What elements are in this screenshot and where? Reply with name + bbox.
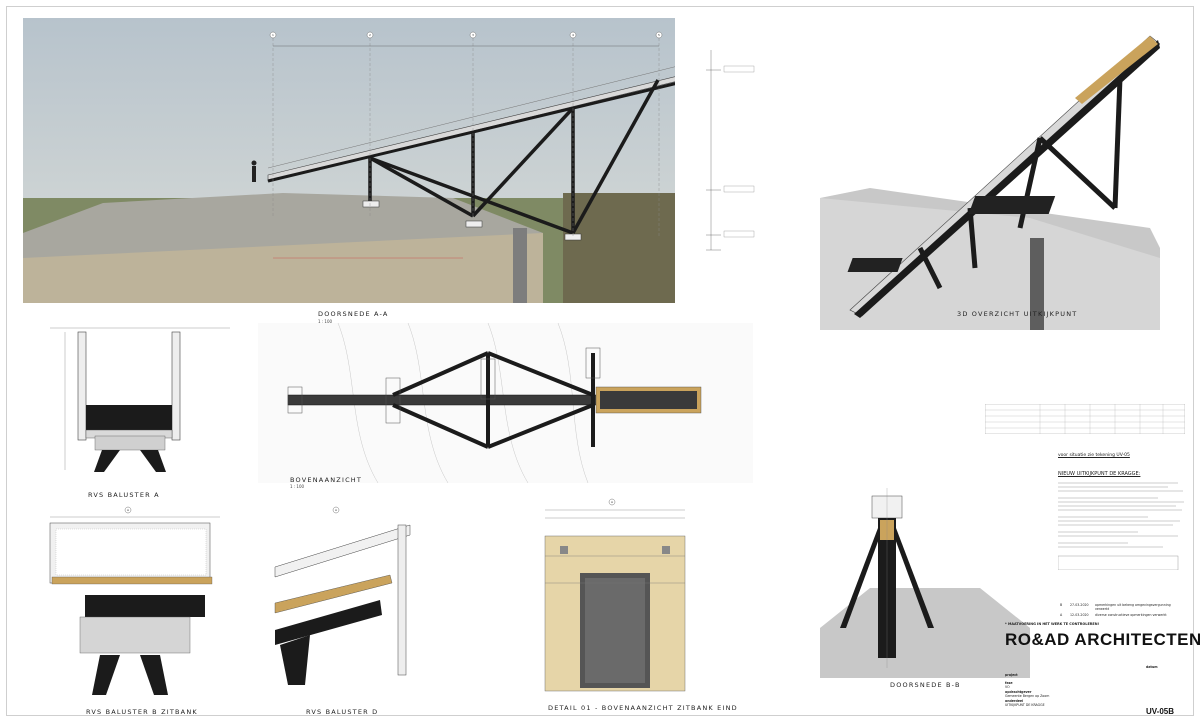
label-datum: datum (1146, 665, 1158, 669)
material-table (985, 404, 1185, 434)
axis-label-1: 1 (272, 33, 274, 37)
overview-3d-panel (820, 18, 1160, 330)
project-notes-lines (1058, 482, 1184, 570)
rev-a-text: diverse constructieve opmerkingen verwer… (1095, 613, 1167, 617)
caption-rvs-a: RVS BALUSTER A (88, 491, 160, 499)
rvs-a-drawing (50, 327, 230, 472)
caption-section-bb: doorsnede B-B (890, 681, 961, 689)
label-onderdeel: onderdeel (1005, 699, 1024, 703)
rev-b-text: opmerkingen uit bekeng omgevingsvergunni… (1095, 603, 1171, 611)
sheet-frame (6, 6, 1194, 716)
site-warning: * MAATVOERING IN HET WERK TE CONTROLEREN… (1005, 622, 1100, 626)
situation-link[interactable]: voor situatie zie tekening UV-05 (1058, 453, 1130, 458)
section-aa-panel: 1 2 3 4 5 (23, 18, 675, 303)
caption-section-aa: doorsnede A-A (318, 310, 389, 318)
elevation-dimensions (706, 50, 755, 251)
detail-01-panel: A (540, 498, 690, 698)
scale-top-view: 1 : 100 (290, 484, 305, 489)
firm-logo: RO&AD ARCHITECTEN (1005, 630, 1200, 649)
axis-label-3: 3 (472, 33, 474, 37)
top-view-drawing (258, 323, 753, 483)
rvs-a-panel (40, 320, 240, 480)
caption-overview-3d: 3D OVERZICHT UITKIJKPUNT (957, 310, 1078, 318)
section-aa-drawing: 1 2 3 4 5 (23, 18, 675, 303)
caption-top-view: bovenaanzicht (290, 476, 363, 484)
rev-a-marker: A (1060, 613, 1063, 617)
axis-label-4: 4 (572, 33, 574, 37)
section-bb-panel (820, 488, 1030, 678)
scale-section-aa: 1 : 100 (318, 319, 333, 324)
onderdeel-value: UITKIJKPUNT DE KRAGGE (1005, 703, 1045, 707)
rvs-b-drawing: A (49, 506, 220, 695)
label-opdrachtgever: opdrachtgever (1005, 690, 1032, 694)
overview-3d-drawing (820, 18, 1160, 330)
project-heading: NIEUW UITKIJKPUNT DE KRAGGE: (1058, 471, 1141, 477)
grid-marker-d: A (335, 508, 338, 512)
caption-detail-01: Detail 01 - bovenaanzicht zitbank eind (548, 704, 738, 712)
section-bb-drawing (820, 488, 1030, 678)
axis-label-2: 2 (369, 33, 371, 37)
axis-label-5: 5 (658, 33, 660, 37)
top-view-panel (258, 323, 753, 483)
caption-rvs-d: RVS BALUSTER D (306, 708, 379, 716)
opdrachtgever-value: Gemeente Bergen op Zoom (1005, 694, 1050, 698)
fase-value: VO (1005, 685, 1010, 689)
label-fase: fase (1005, 681, 1013, 685)
caption-rvs-b: RVS BALUSTER B ZITBANK (86, 708, 198, 716)
rev-b-date: 27-03-2020 (1070, 603, 1089, 607)
rev-b-marker: B (1060, 603, 1063, 607)
rev-a-date: 12-03-2020 (1070, 613, 1089, 617)
label-project: project (1005, 673, 1018, 677)
rvs-d-panel: A (270, 505, 420, 705)
rvs-d-drawing: A (274, 506, 411, 685)
grid-marker-b: A (127, 508, 130, 512)
rvs-b-panel: A (40, 505, 240, 705)
grid-marker-detail: A (611, 500, 614, 504)
sheet-number: UV-05B (1146, 707, 1175, 716)
detail-01-drawing: A (544, 498, 686, 692)
